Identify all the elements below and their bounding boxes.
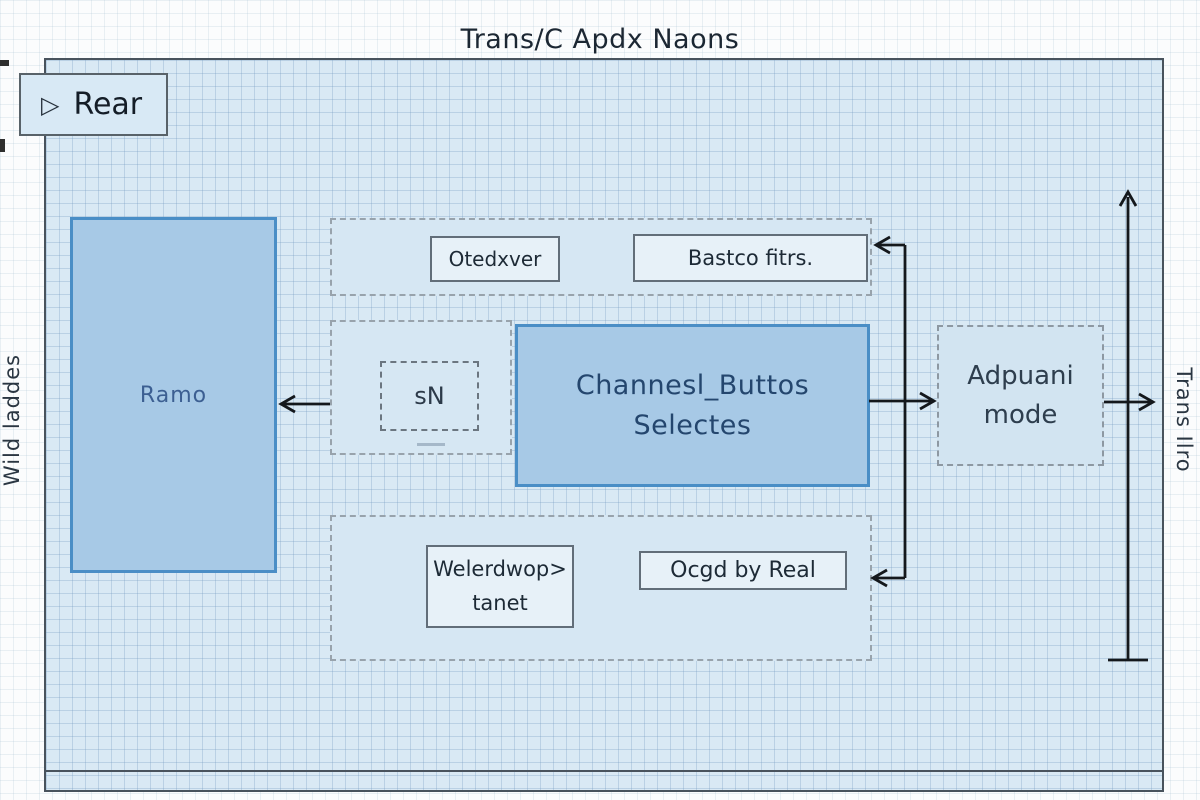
mode-block: Adpuani mode (937, 325, 1104, 466)
frame-footer-divider (44, 770, 1164, 772)
sn-dashed-group: sN (330, 320, 512, 455)
bastco-label: Bastco fitrs. (687, 246, 814, 270)
sn-label: sN (414, 382, 445, 410)
welerdwop-box: Welerdwop> tanet (426, 545, 574, 628)
channel-button-selector-block: Channesl_Buttos Selectes (515, 324, 870, 487)
bastco-box: Bastco fitrs. (633, 234, 868, 282)
ocgd-label: Ocgd by Real (670, 558, 816, 583)
bottom-dashed-group: Welerdwop> tanet Ocgd by Real (330, 515, 872, 661)
rear-tab-label: Rear (73, 87, 143, 122)
edge-mark-bottom (0, 139, 5, 152)
left-vertical-label: Wild laddes (0, 353, 24, 487)
diagram-title: Trans/C Apdx Naons (460, 24, 740, 55)
sn-box: sN (380, 361, 479, 431)
otedxver-label: Otedxver (448, 247, 542, 271)
channel-block-line1: Channesl_Buttos (575, 370, 810, 402)
welerdwop-line1: Welerdwop> (433, 556, 567, 581)
ocgd-by-real-box: Ocgd by Real (639, 551, 847, 590)
rear-tab[interactable]: ▷ Rear (19, 73, 168, 136)
otedxver-box: Otedxver (430, 236, 560, 282)
right-vertical-label: Trans Ilro (1172, 367, 1196, 473)
mode-block-line2: mode (983, 399, 1058, 430)
channel-block-line2: Selectes (633, 409, 752, 441)
edge-mark-top (0, 60, 9, 66)
welerdwop-line2: tanet (472, 590, 528, 615)
mode-block-line1: Adpuani (967, 360, 1074, 391)
top-dashed-group: Otedxver Bastco fitrs. (330, 218, 872, 296)
sn-underscore-mark (417, 443, 445, 446)
left-panel-label: Ramo (139, 382, 208, 408)
left-panel-block: Ramo (70, 217, 277, 573)
triangle-expand-icon: ▷ (41, 90, 60, 119)
